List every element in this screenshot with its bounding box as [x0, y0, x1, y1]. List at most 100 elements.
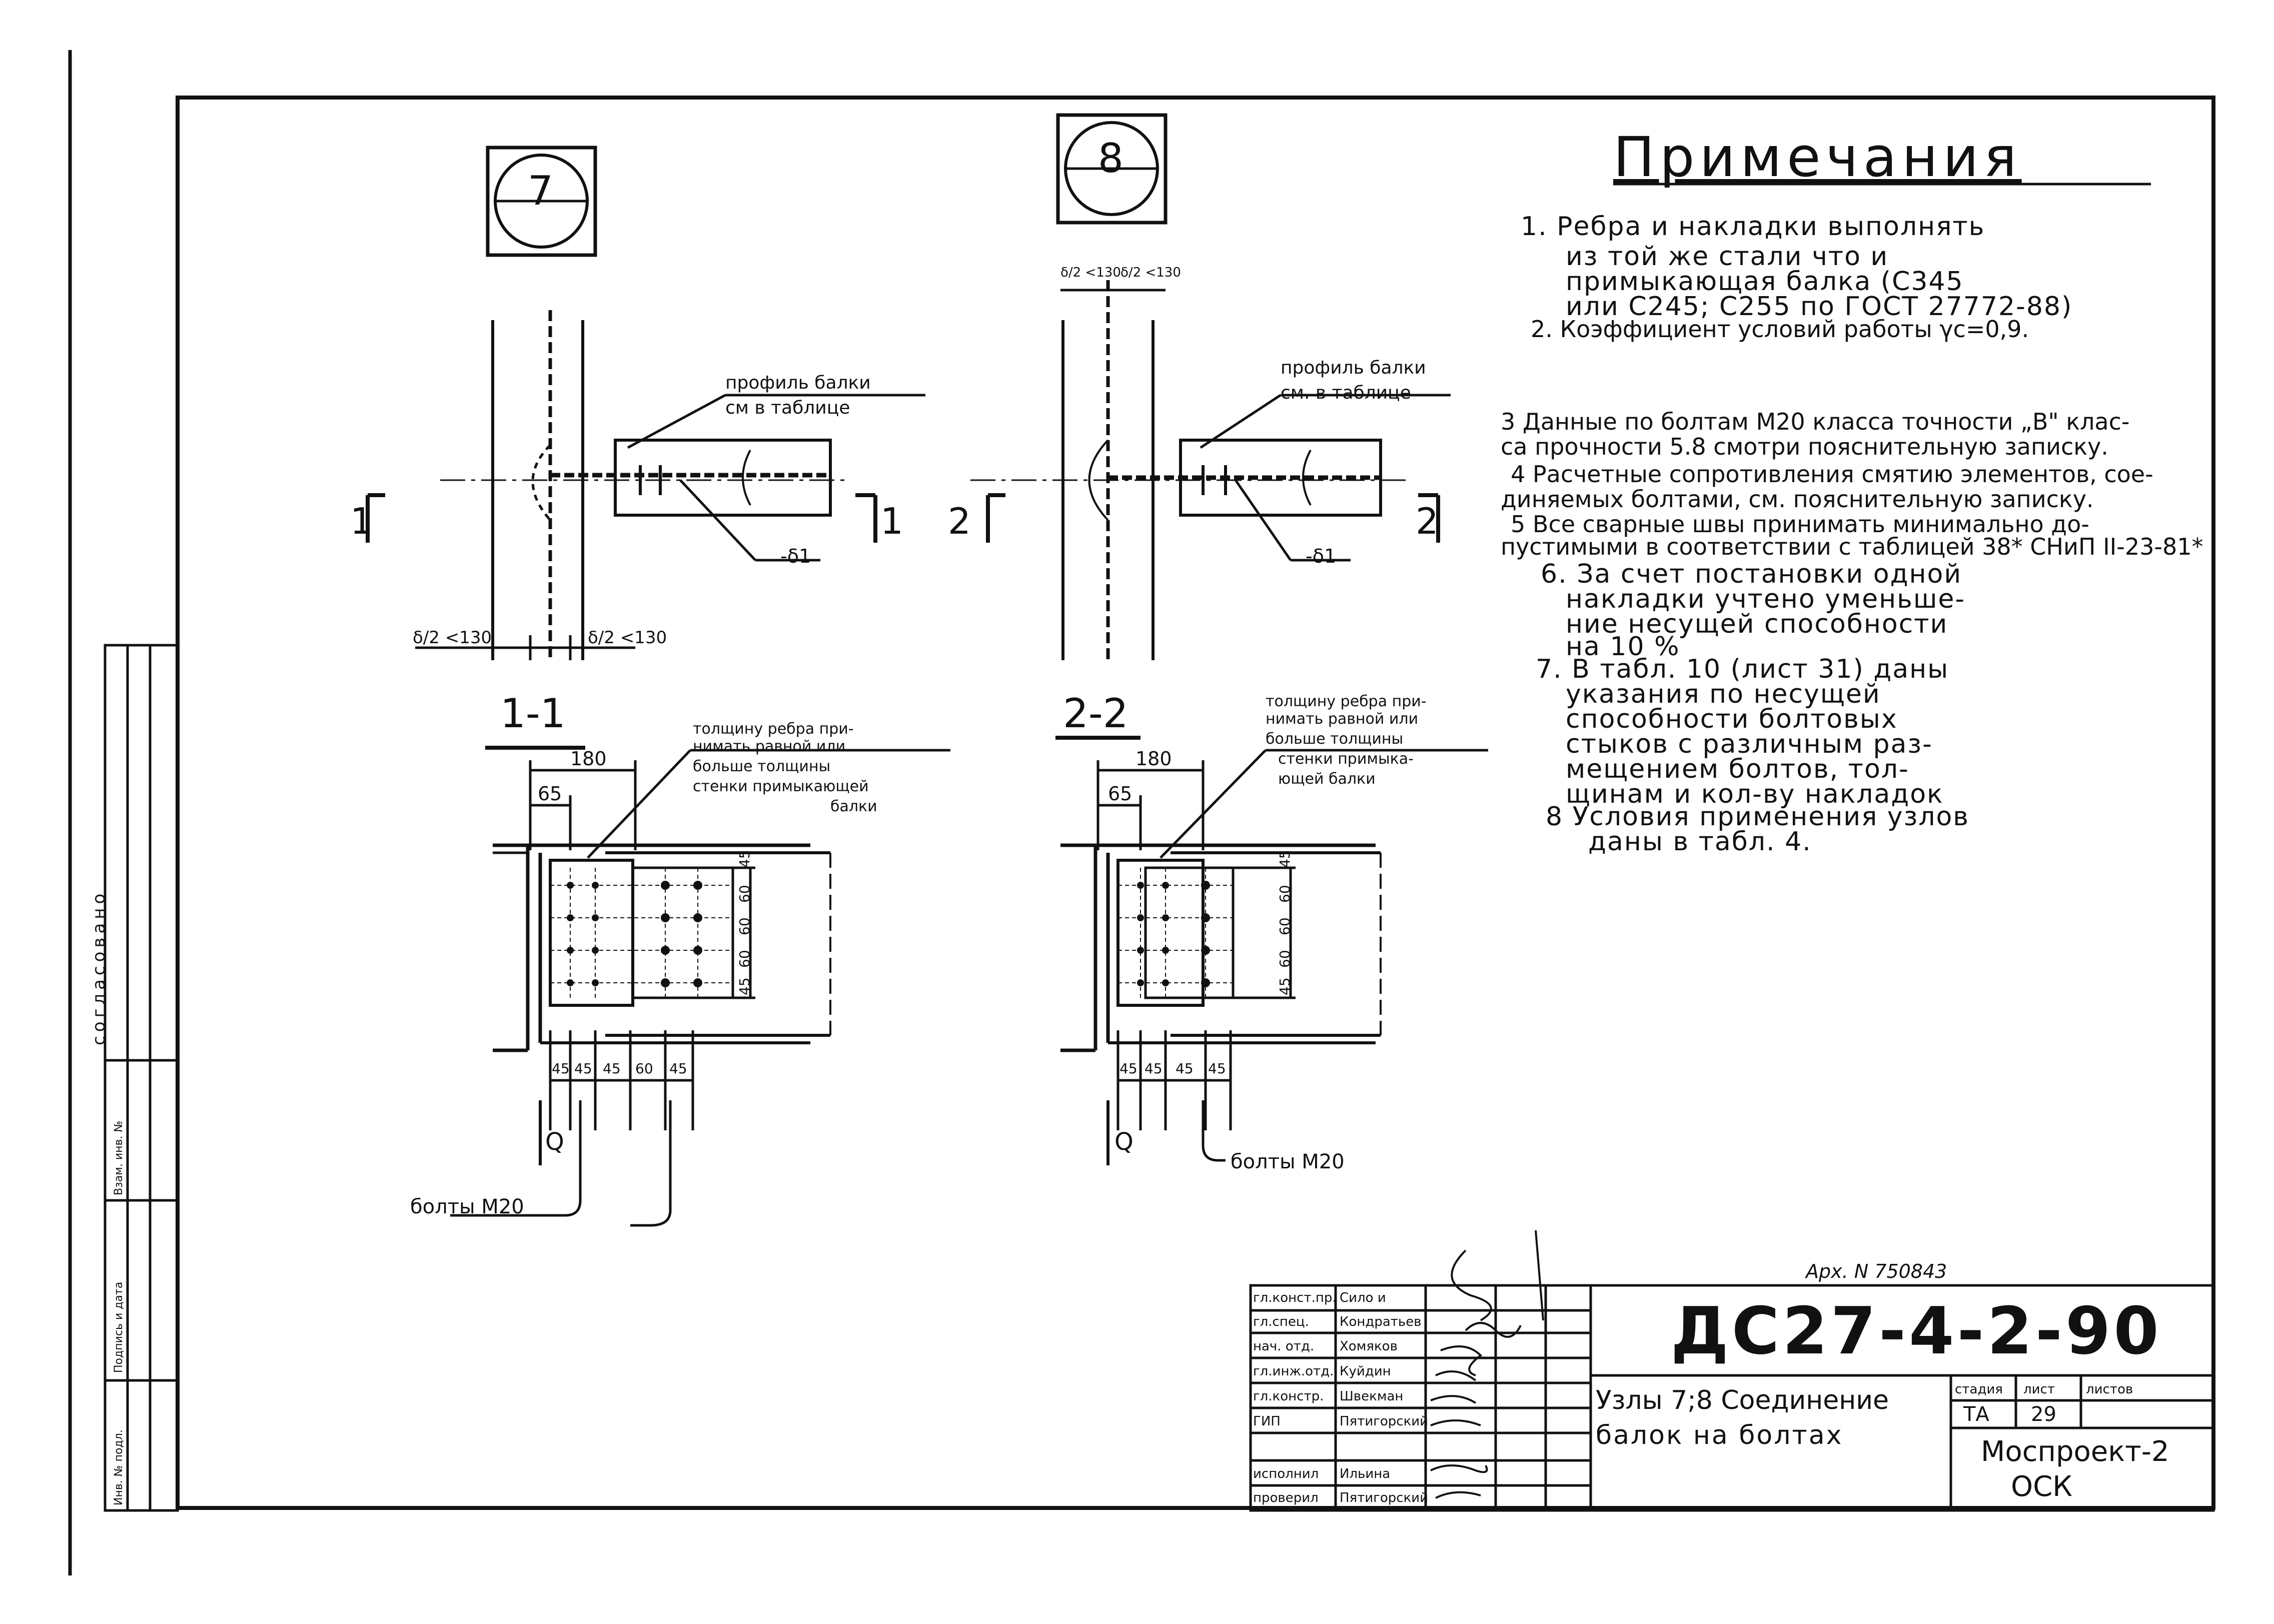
note-line: 7. В табл. 10 (лист 31) даны	[1536, 654, 1949, 684]
note-line: диняемых болтами, см. пояснительную запи…	[1501, 486, 2094, 513]
note-line: указания по несущей	[1566, 679, 1881, 709]
drawing-title: балок на болтах	[1596, 1420, 1843, 1450]
dim-v: 60	[1277, 950, 1293, 968]
dim-h: 45	[574, 1060, 592, 1077]
dim-v: 45	[736, 850, 753, 868]
dim-h: 45	[603, 1060, 621, 1077]
dim-v: 60	[736, 917, 753, 935]
node-7-section-mark-right: 1	[880, 500, 903, 542]
node-8-rib-note: нимать равной или	[1266, 710, 1419, 728]
note-line: примыкающая балка (С345	[1566, 267, 1964, 297]
node-7-plan	[366, 146, 925, 660]
note-line: стыков с различным раз-	[1566, 729, 1933, 759]
node-7-dim-right: δ/2 <130	[588, 628, 667, 648]
node-8-number: 8	[1098, 135, 1123, 182]
note-line: накладки учтено уменьше-	[1566, 584, 1966, 614]
node-7-rib-note: нимать равной или	[693, 738, 846, 755]
role-label: гл.конст.пр.	[1253, 1290, 1337, 1305]
role-label: гл.спец.	[1253, 1314, 1309, 1329]
node-7-bolts-label: болты М20	[410, 1195, 524, 1218]
role-name: Кондратьев	[1340, 1314, 1422, 1329]
title-block-grid	[1249, 1284, 2215, 1512]
node-7-rib-note: больше толщины	[693, 758, 831, 775]
dim-h: 45	[669, 1060, 687, 1077]
organization: Моспроект-2	[1981, 1435, 2169, 1468]
note-line: 2. Коэффициент условий работы γс=0,9.	[1531, 316, 2029, 343]
node-8-rib-note: стенки примыка-	[1278, 750, 1414, 768]
signatures	[1430, 1230, 1544, 1499]
dim-h: 45	[1176, 1060, 1194, 1077]
node-8-profile-label: профиль балки	[1281, 358, 1426, 378]
dim-v: 60	[736, 950, 753, 968]
sheets-header: листов	[2086, 1382, 2133, 1397]
document-code: ДС27-4-2-90	[1671, 1293, 2162, 1369]
side-replace-label: Взам. инв. №	[113, 1120, 125, 1195]
dim-v: 45	[736, 977, 753, 995]
note-line: 5 Все сварные швы принимать минимально д…	[1511, 511, 2089, 538]
node-8-profile-label: см. в таблице	[1281, 383, 1411, 403]
node-8-dim-top: δ/2 <130	[1120, 265, 1181, 280]
dim-v: 60	[1277, 885, 1293, 903]
node-8-dim-65: 65	[1108, 783, 1132, 805]
node-8-dim-top: δ/2 <130	[1060, 265, 1121, 280]
role-label: проверил	[1253, 1490, 1319, 1505]
role-label: гл.инж.отд.	[1253, 1364, 1334, 1379]
note-line: пустимыми в соответствии с таблицей 38* …	[1501, 533, 2203, 560]
note-line: 1. Ребра и накладки выполнять	[1521, 212, 1985, 242]
note-line: са прочности 5.8 смотри пояснительную за…	[1501, 433, 2108, 460]
note-line: даны в табл. 4.	[1588, 827, 1812, 857]
notes-title: Примечания	[1613, 125, 2022, 189]
side-inv-label: Инв. № подл.	[113, 1429, 125, 1505]
node-7-rib-note: балки	[830, 798, 877, 815]
dim-v: 60	[1277, 917, 1293, 935]
node-8-section	[1055, 736, 1488, 1165]
sheet-header: лист	[2023, 1382, 2055, 1397]
role-name: Пятигорский	[1340, 1490, 1429, 1505]
sheet-value: 29	[2031, 1403, 2056, 1426]
role-label: нач. отд.	[1253, 1339, 1315, 1354]
node-8-dim-180: 180	[1135, 748, 1172, 770]
node-7-profile-label: профиль балки	[725, 373, 871, 393]
node-8-rib-note: ющей балки	[1278, 770, 1376, 788]
note-line: способности болтовых	[1566, 704, 1898, 734]
node-8-load-q: Q	[1114, 1128, 1133, 1156]
dim-h: 60	[635, 1060, 653, 1077]
node-7-section-title: 1-1	[500, 690, 566, 737]
note-line: 6. За счет постановки одной	[1541, 559, 1962, 589]
note-line: из той же стали что и	[1566, 242, 1889, 272]
node-8-plan	[970, 113, 1451, 660]
stage-header: стадия	[1955, 1382, 2003, 1397]
node-8-rib-note: больше толщины	[1266, 730, 1404, 748]
node-7-load-q: Q	[545, 1128, 564, 1156]
drawing-title: Узлы 7;8 Соединение	[1596, 1385, 1889, 1415]
node-7-dim-180: 180	[570, 748, 607, 770]
dim-h: 45	[1208, 1060, 1226, 1077]
dim-v: 60	[736, 885, 753, 903]
note-line: 4 Расчетные сопротивления смятию элемент…	[1511, 461, 2153, 488]
note-line: или С245; С255 по ГОСТ 27772-88)	[1566, 292, 2073, 322]
note-line: 8 Условия применения узлов	[1546, 802, 1969, 832]
department: ОСК	[2011, 1470, 2072, 1503]
note-line: 3 Данные по болтам М20 класса точности „…	[1501, 408, 2130, 435]
role-name: Пятигорский	[1340, 1414, 1429, 1429]
node-8-rib-label: -δ1	[1306, 545, 1337, 567]
node-7-number: 7	[528, 168, 553, 214]
stage-value: ТА	[1963, 1403, 1989, 1426]
node-7-rib-label: -δ1	[780, 545, 811, 567]
node-7-dim-65: 65	[538, 783, 562, 805]
side-agreed-label: согласовано	[89, 889, 109, 1045]
dim-h: 45	[1145, 1060, 1163, 1077]
note-line: мещением болтов, тол-	[1566, 754, 1909, 784]
node-7-dim-left: δ/2 <130	[413, 628, 492, 648]
node-8-section-mark-right: 2	[1416, 500, 1439, 542]
dim-h: 45	[552, 1060, 570, 1077]
role-label: гл.констр.	[1253, 1389, 1324, 1404]
node-7-rib-note: толщину ребра при-	[693, 720, 854, 738]
node-8-rib-note: толщину ребра при-	[1266, 693, 1427, 710]
dim-h: 45	[1119, 1060, 1138, 1077]
sheet-frame	[68, 50, 2215, 1575]
dim-v: 45	[1277, 977, 1293, 995]
role-name: Ильина	[1340, 1466, 1391, 1481]
node-7-section-mark-left: 1	[350, 500, 373, 542]
